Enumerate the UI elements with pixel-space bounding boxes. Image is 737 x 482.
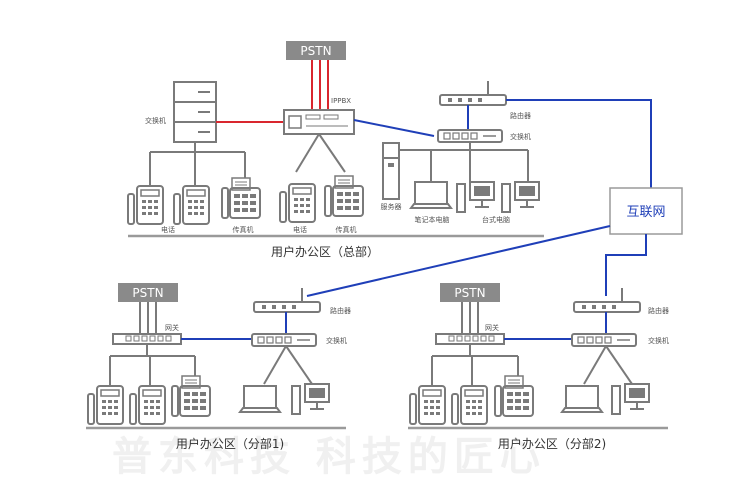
b1-switch-tree bbox=[263, 345, 313, 385]
hq-router-internet-link bbox=[506, 99, 652, 188]
b1-laptop-icon bbox=[239, 385, 281, 413]
b1-phone-1-icon bbox=[87, 385, 124, 425]
hq-switch-tree bbox=[398, 142, 529, 182]
b2-phone-tree bbox=[431, 344, 519, 386]
hq-caption: 用户办公区（总部） bbox=[271, 244, 379, 259]
b2-fax-icon bbox=[494, 375, 534, 417]
internet-branch2-link bbox=[605, 234, 647, 296]
hq-fax2-label: 传真机 bbox=[336, 225, 357, 234]
hq-server-icon bbox=[382, 142, 400, 200]
hq-desktop-label: 台式电脑 bbox=[482, 215, 510, 224]
b2-caption: 用户办公区（分部2) bbox=[498, 436, 606, 451]
hq-desktop-2-icon bbox=[501, 181, 540, 213]
b2-pstn-links bbox=[461, 302, 479, 334]
hq-phone-3-icon bbox=[279, 183, 316, 223]
internet-branch1-link bbox=[306, 225, 611, 297]
hq-pbx-switch-icon bbox=[173, 81, 217, 143]
b2-switch-tree bbox=[583, 345, 633, 385]
b1-pstn-box bbox=[118, 283, 178, 302]
b1-fax-icon bbox=[171, 375, 211, 417]
internet-box bbox=[609, 187, 683, 235]
hq-fax-1-icon bbox=[221, 177, 261, 219]
hq-ippbx-icon bbox=[283, 109, 355, 135]
hq-ippbx-label: IPPBX bbox=[331, 97, 351, 105]
hq-phone-label: 电话 bbox=[161, 225, 175, 234]
hq-server-label: 服务器 bbox=[381, 202, 402, 211]
hq-fax-2-icon bbox=[324, 175, 364, 217]
b2-phone-1-icon bbox=[409, 385, 446, 425]
b2-gateway-icon bbox=[435, 333, 505, 345]
b1-caption: 用户办公区（分部1) bbox=[176, 436, 284, 451]
hq-switch-right-icon bbox=[437, 129, 503, 143]
b2-desktop-icon bbox=[611, 383, 650, 415]
network-diagram: PSTN 交换机 IPPBX 电话 传真机 电话 传真机 bbox=[86, 41, 683, 451]
b1-router-icon bbox=[253, 287, 321, 313]
b2-gateway-label: 网关 bbox=[485, 323, 499, 332]
hq-phone-2-icon bbox=[173, 185, 210, 225]
hq-fax-label: 传真机 bbox=[233, 225, 254, 234]
hq-switch-left-label: 交换机 bbox=[145, 116, 166, 125]
hq-ippbx-data-link bbox=[353, 119, 435, 137]
hq-phone2-label: 电话 bbox=[293, 225, 307, 234]
b1-gateway-icon bbox=[112, 333, 182, 345]
hq-laptop-label: 笔记本电脑 bbox=[415, 215, 450, 224]
b1-switch-icon bbox=[251, 333, 317, 347]
b2-switch-label: 交换机 bbox=[648, 336, 669, 345]
b2-pstn-label: PSTN bbox=[454, 286, 485, 300]
b1-gateway-label: 网关 bbox=[165, 323, 179, 332]
hq-desktop-1-icon bbox=[456, 181, 495, 213]
hq-switch-right-label: 交换机 bbox=[510, 132, 531, 141]
b1-phone-2-icon bbox=[129, 385, 166, 425]
b2-laptop-icon bbox=[561, 385, 603, 413]
hq-pstn-box bbox=[286, 41, 346, 60]
hq-pstn-label: PSTN bbox=[300, 44, 331, 58]
hq-ippbx-tree bbox=[295, 133, 346, 173]
b2-pstn-box bbox=[440, 283, 500, 302]
internet-label: 互联网 bbox=[626, 205, 665, 220]
hq-router-icon bbox=[439, 80, 507, 106]
b2-switch-icon bbox=[571, 333, 637, 347]
b1-pstn-links bbox=[139, 302, 157, 334]
b1-router-label: 路由器 bbox=[330, 306, 351, 315]
b1-pstn-label: PSTN bbox=[132, 286, 163, 300]
b1-desktop-icon bbox=[291, 383, 330, 415]
hq-laptop-icon bbox=[410, 181, 452, 209]
b2-phone-2-icon bbox=[451, 385, 488, 425]
b1-phone-tree bbox=[109, 344, 196, 386]
hq-left-tree bbox=[149, 142, 246, 186]
hq-router-label: 路由器 bbox=[510, 111, 531, 120]
b1-switch-label: 交换机 bbox=[326, 336, 347, 345]
hq-phone-1-icon bbox=[127, 185, 164, 225]
b2-router-label: 路由器 bbox=[648, 306, 669, 315]
